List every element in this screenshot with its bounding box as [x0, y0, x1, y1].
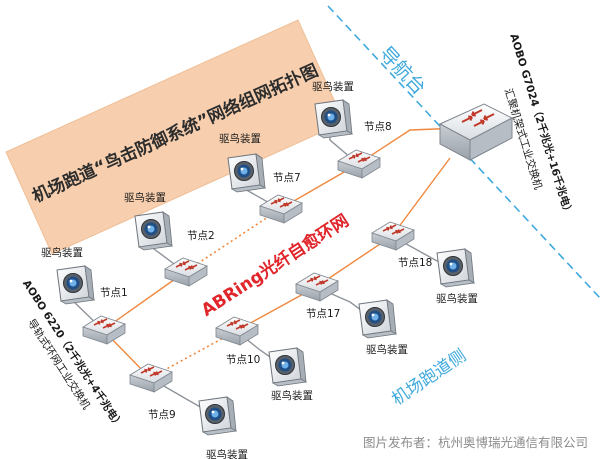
core-switch [438, 103, 514, 161]
bird-repeller-device [268, 347, 307, 387]
device-label: 驱鸟装置 [436, 292, 478, 305]
node-label: 节点7 [273, 172, 301, 184]
device-label: 驱鸟装置 [206, 448, 248, 459]
bird-repeller-device [198, 396, 237, 436]
node-label: 节点1 [100, 287, 128, 299]
fiber-link-upper [279, 127, 463, 210]
node-label: 节点9 [148, 409, 176, 421]
device-label: 驱鸟装置 [312, 80, 354, 93]
switch-node-10 [215, 316, 259, 346]
node-label: 节点10 [226, 354, 260, 366]
footer-credit: 图片发布者：杭州奥博瑞光通信有限公司 [363, 435, 588, 450]
node-label: 节点18 [398, 257, 432, 269]
fiber-link-lower [235, 157, 451, 332]
device-label: 驱鸟装置 [366, 343, 408, 356]
bird-repeller-device [56, 265, 95, 305]
title-banner: 机场跑道“鸟击防御系统”网络组网拓扑图 [5, 19, 345, 255]
device-label: 驱鸟装置 [271, 389, 313, 402]
device-label: 驱鸟装置 [219, 132, 261, 145]
bird-repeller-device [134, 211, 173, 251]
device-label: 驱鸟装置 [124, 191, 166, 204]
zone-label-tower: 导航台 [375, 43, 430, 100]
bird-repeller-device [358, 299, 397, 339]
node-label: 节点17 [306, 308, 340, 320]
fiber-link-upper [102, 271, 186, 331]
ring-label: ABRing光纤自愈环网 [197, 210, 352, 321]
device-label: 驱鸟装置 [41, 246, 83, 259]
switch-node-1 [82, 315, 126, 345]
bird-repeller-device [314, 99, 353, 139]
bird-repeller-device [227, 153, 266, 193]
bird-repeller-device [436, 248, 475, 288]
node-label: 节点2 [187, 230, 215, 242]
node-label: 节点8 [364, 121, 392, 133]
